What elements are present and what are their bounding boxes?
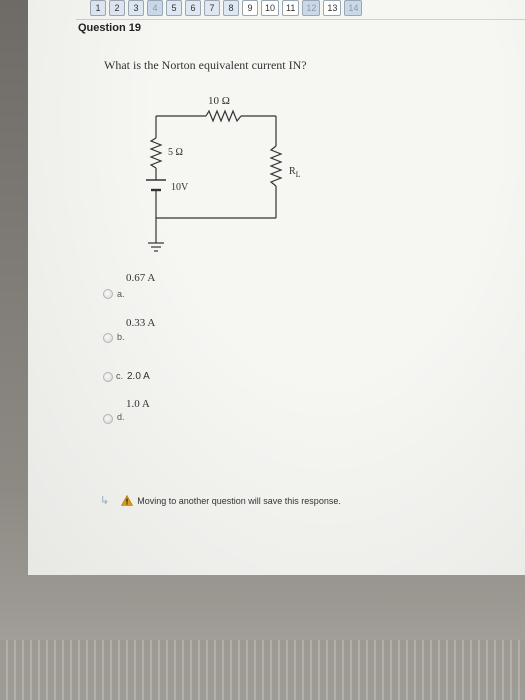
nav-question-11[interactable]: 11 <box>282 0 300 16</box>
question-navigation: 1 2 3 4 5 6 7 8 9 10 11 12 13 14 <box>90 0 363 18</box>
resistor-5-ohm <box>149 137 163 169</box>
option-a-radio[interactable] <box>103 289 113 299</box>
nav-question-13[interactable]: 13 <box>323 0 342 16</box>
header-divider <box>76 19 525 20</box>
option-d-letter: d. <box>117 412 125 422</box>
nav-question-5[interactable]: 5 <box>166 0 182 16</box>
label-r-load: RL <box>289 166 301 179</box>
nav-question-1[interactable]: 1 <box>90 0 106 16</box>
resistor-load <box>269 145 283 187</box>
warning-icon <box>121 495 134 506</box>
option-c-value: 2.0 A <box>127 371 150 382</box>
question-prompt: What is the Norton equivalent current IN… <box>104 58 307 72</box>
quiz-screen: 1 2 3 4 5 6 7 8 9 10 11 12 13 14 Questio… <box>28 0 525 575</box>
question-title: Question 19 <box>78 22 141 34</box>
nav-question-6[interactable]: 6 <box>185 0 201 16</box>
nav-question-4[interactable]: 4 <box>147 0 163 16</box>
option-b-letter: b. <box>117 332 125 342</box>
label-r-load-main: R <box>289 166 296 177</box>
nav-question-7[interactable]: 7 <box>204 0 220 16</box>
keyboard-edge <box>0 640 525 700</box>
nav-question-10[interactable]: 10 <box>261 0 280 16</box>
option-c-radio[interactable] <box>103 372 113 382</box>
nav-question-8[interactable]: 8 <box>223 0 239 16</box>
save-notice-text: Moving to another question will save thi… <box>137 495 341 506</box>
nav-question-12[interactable]: 12 <box>302 0 321 16</box>
screen-glare <box>28 0 525 575</box>
option-b-radio[interactable] <box>103 333 113 343</box>
option-c-letter: c. <box>116 371 124 381</box>
label-r-left: 5 Ω <box>168 147 183 158</box>
option-d-value: 1.0 A <box>126 398 150 410</box>
nav-question-3[interactable]: 3 <box>128 0 144 16</box>
nav-question-9[interactable]: 9 <box>242 0 258 16</box>
label-source: 10V <box>171 182 189 193</box>
nav-question-14[interactable]: 14 <box>344 0 363 16</box>
option-d-radio[interactable] <box>103 414 113 424</box>
return-arrow-icon: ↳ <box>100 495 110 507</box>
nav-question-2[interactable]: 2 <box>109 0 125 16</box>
option-a-letter: a. <box>117 289 125 299</box>
label-r-top: 10 Ω <box>208 95 230 107</box>
label-r-load-sub: L <box>296 170 301 179</box>
option-a-value: 0.67 A <box>126 272 156 284</box>
circuit-diagram: 10 Ω 5 Ω 10V RL <box>146 95 301 252</box>
save-notice: ↳ Moving to another question will save t… <box>100 494 341 507</box>
option-b-value: 0.33 A <box>126 317 156 329</box>
resistor-10-ohm <box>205 109 242 123</box>
